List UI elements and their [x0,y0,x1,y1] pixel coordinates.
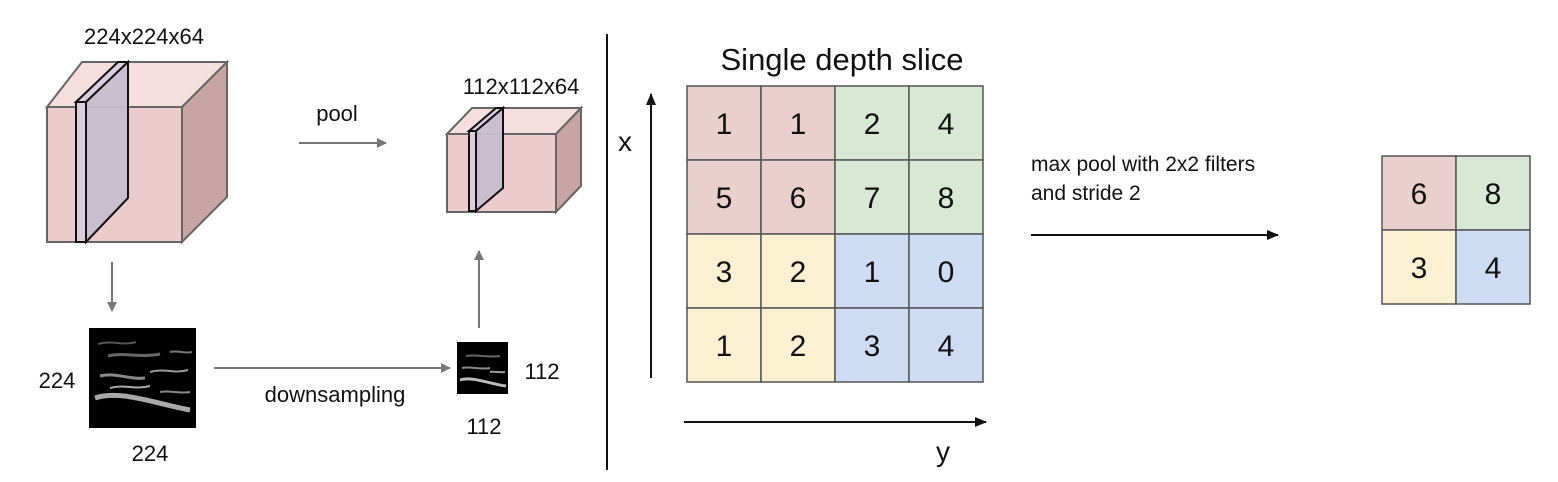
big-volume [44,59,230,245]
result-cell [1381,229,1457,305]
result-cell-value: 3 [1411,252,1428,285]
grid-cell [686,159,762,235]
grid-cell-value: 2 [790,256,807,289]
small-slice-side-label: 112 [524,359,559,384]
pool-label: pool [316,101,358,126]
big-volume-label: 224x224x64 [84,24,204,49]
grid-cell-value: 1 [716,108,733,141]
result-cell-value: 4 [1485,252,1502,285]
grid-cell [760,307,836,383]
grid-cell-value: 1 [716,330,733,363]
result-cell [1381,155,1457,231]
grid-cell [834,307,910,383]
grid-cell-value: 7 [864,182,881,215]
grid-cell-value: 0 [938,256,955,289]
grid-cell [834,85,910,161]
small-volume-label: 112x112x64 [463,74,580,99]
grid-cell [686,307,762,383]
grid-cell-value: 1 [790,108,807,141]
operation-label-line1: max pool with 2x2 filters [1031,153,1255,176]
result-cell-value: 8 [1485,178,1502,211]
small-slice-image [457,342,508,394]
x-axis-label: x [618,126,632,157]
big-volume-slice-edge [75,101,87,243]
grid-cell-value: 8 [938,182,955,215]
downsampling-label: downsampling [265,382,406,407]
grid-cell-value: 6 [790,182,807,215]
big-slice-side-label: 224 [39,368,76,393]
grid-cell-value: 4 [938,108,955,141]
result-cell-value: 6 [1411,178,1428,211]
grid-cell [908,307,984,383]
grid-cell [760,159,836,235]
grid-cell-value: 4 [938,330,955,363]
small-volume-slice-edge [468,130,477,212]
grid-cell-value: 5 [716,182,733,215]
y-axis-label: y [936,436,950,467]
small-volume [444,105,584,215]
result-cell [1455,155,1531,231]
grid-cell [834,233,910,309]
pooled-output-grid: 6 8 3 4 [1381,155,1531,305]
grid-cell-value: 3 [716,256,733,289]
grid-cell-value: 2 [790,330,807,363]
slice-title: Single depth slice [721,42,964,77]
grid-cell [686,233,762,309]
grid-cell-value: 3 [864,330,881,363]
big-slice-image [89,328,196,428]
depth-slice-grid: 1 1 2 4 5 6 7 8 3 2 1 0 1 2 3 4 [686,85,984,383]
small-slice-bottom-label: 112 [466,414,501,439]
operation-label-line2: and stride 2 [1031,182,1141,205]
grid-cell-value: 1 [864,256,881,289]
grid-cell [908,159,984,235]
grid-cell-value: 2 [864,108,881,141]
big-slice-bottom-label: 224 [132,441,169,466]
grid-cell [834,159,910,235]
grid-cell [908,85,984,161]
result-cell [1455,229,1531,305]
